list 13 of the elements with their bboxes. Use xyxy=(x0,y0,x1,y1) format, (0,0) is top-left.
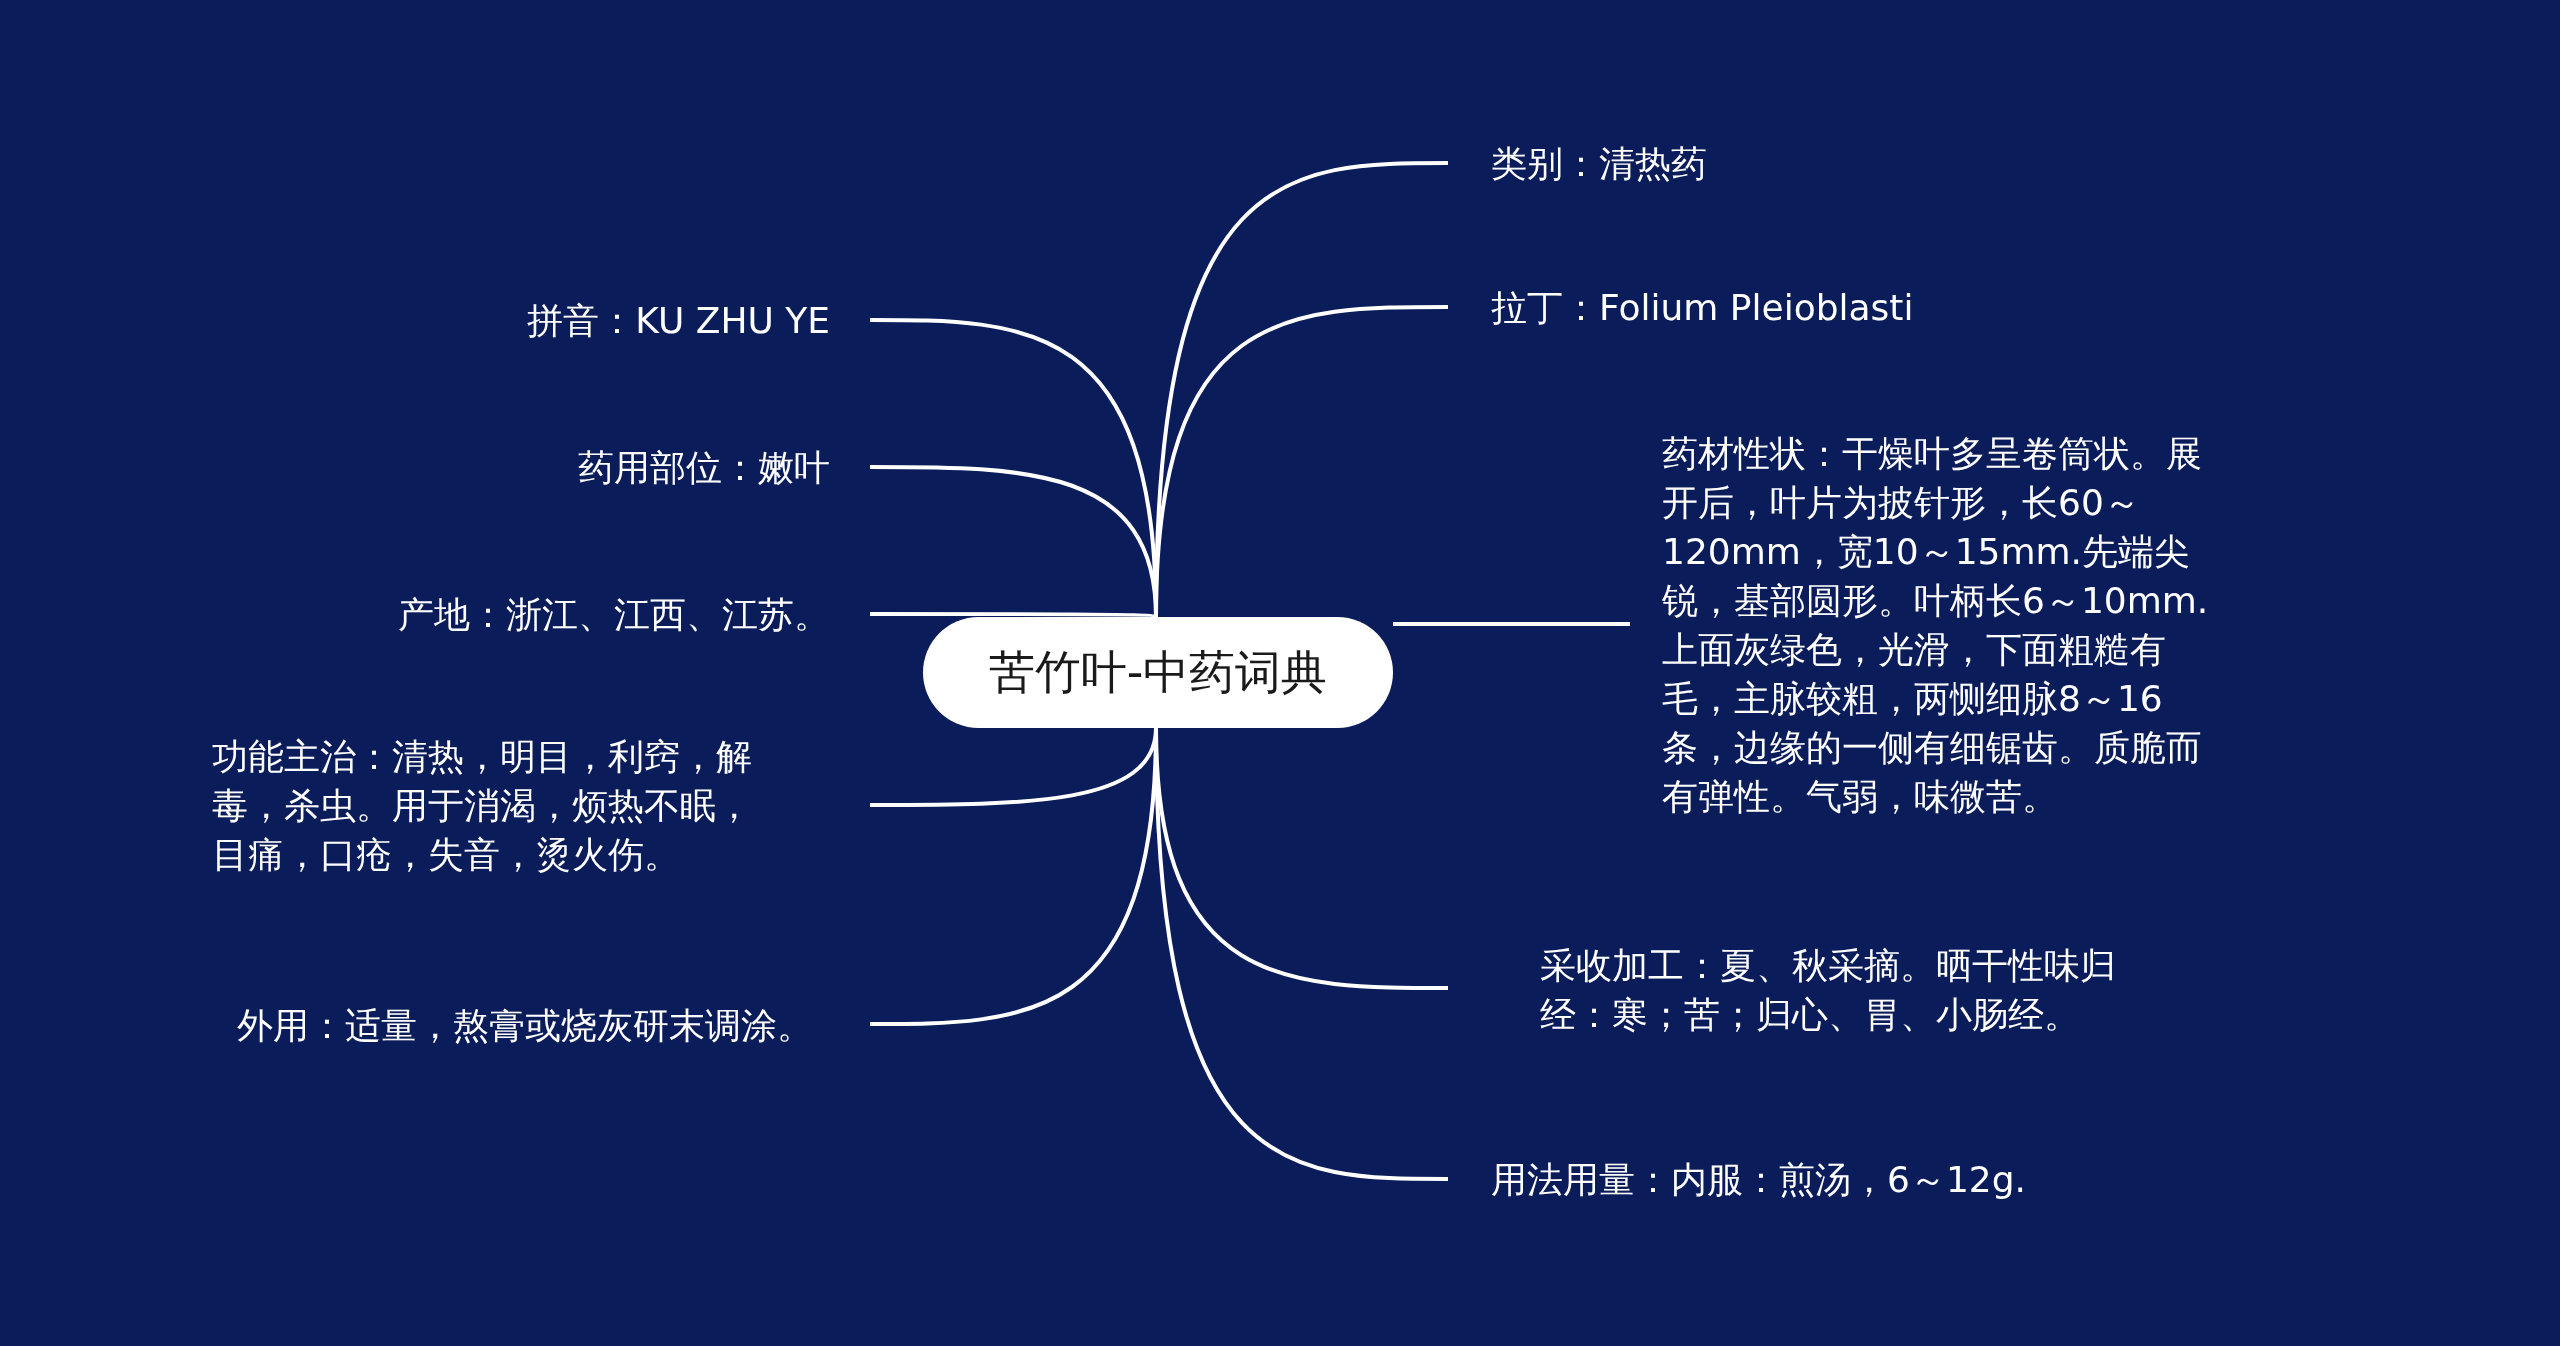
connector-line xyxy=(1393,622,1630,626)
central-topic: 苦竹叶-中药词典 xyxy=(923,617,1393,728)
branch-text: 药用部位：嫩叶 xyxy=(400,437,870,497)
branch-text: 产地：浙江、江西、江苏。 xyxy=(300,584,870,644)
branch-text: 拉丁：Folium Pleioblasti xyxy=(1448,277,2008,337)
branch-text: 功能主治：清热，明目，利窍，解毒，杀虫。用于消渴，烦热不眠，目痛，口疮，失音，烫火伤。 xyxy=(200,730,870,880)
branch-text: 药材性状：干燥叶多呈卷筒状。展开后，叶片为披针形，长60～120mm，宽10～15mm.先端尖锐，基部圆形。叶柄长6～10mm.上面灰绿色，光滑，下面粗糙有毛，主脉较粗，两恻细脉8～16条，边缘的一侧有细锯齿。质脆而有弹性。气弱，味微苦。 xyxy=(1630,420,2240,830)
connector-line xyxy=(870,612,1157,619)
branch-text: 类别：清热药 xyxy=(1448,133,1948,193)
branch-text: 外用：适量，熬膏或烧灰研末调涂。 xyxy=(225,975,870,1075)
branch-text: 采收加工：夏、秋采摘。晒干性味归经：寒；苦；归心、胃、小肠经。 xyxy=(1448,925,2148,1055)
branch-text: 拼音：KU ZHU YE xyxy=(400,290,870,350)
branch-text: 用法用量：内服：煎汤，6～12g. xyxy=(1448,1149,2048,1209)
